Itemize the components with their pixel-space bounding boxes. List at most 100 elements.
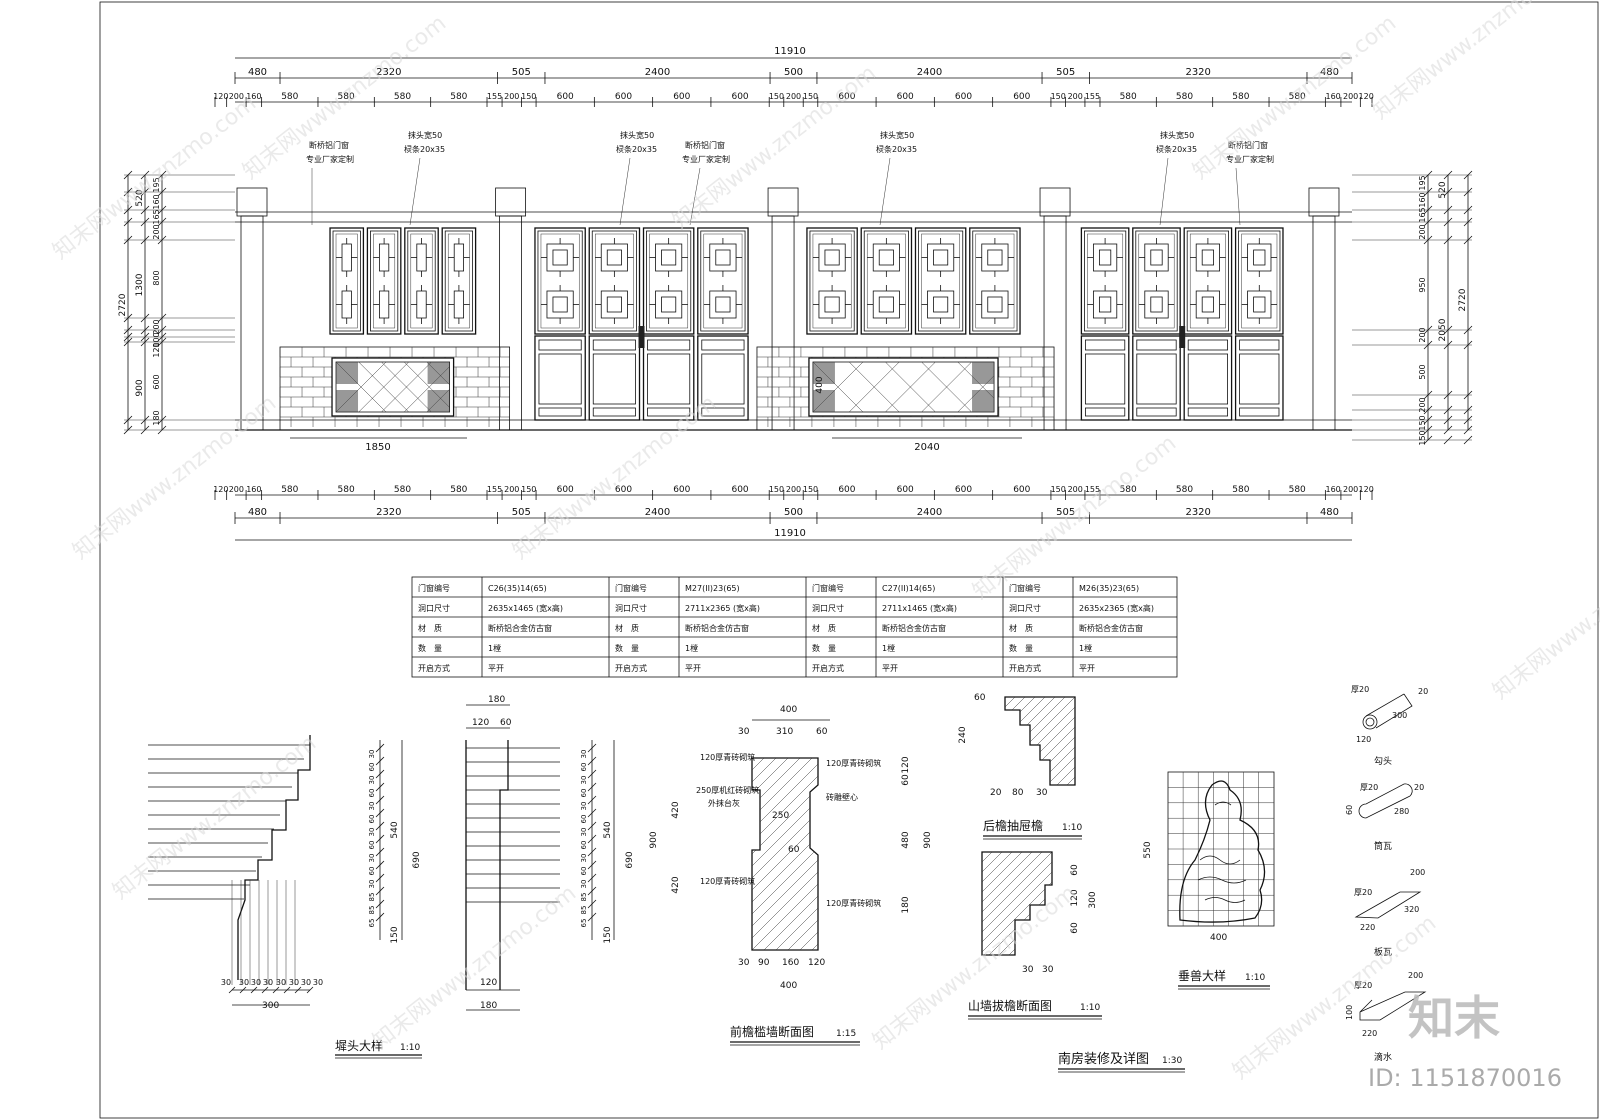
dim-left-800: 800: [152, 270, 161, 285]
d2-note-4: 砖雕壁心: [826, 792, 858, 802]
d1-dim-150: 150: [390, 926, 400, 943]
d2-dim-420a: 420: [671, 801, 681, 818]
callout-factory-2: 专业厂家定制: [682, 154, 730, 164]
dim-bay-0: 480: [248, 67, 267, 78]
tile-1-d1: 300: [1392, 711, 1407, 720]
schedule-cell-r0-c2: 门窗编号: [615, 583, 647, 593]
brand-mark: 知末 ID: 1151870016: [1368, 991, 1562, 1092]
dim-right-520: 520: [1438, 181, 1448, 198]
tile-details: 厚20 300 20 120 勾头 厚20 280 20 60 筒瓦 厚20 2…: [1345, 685, 1428, 1063]
dim-sub-17: 600: [838, 92, 855, 102]
dim-sub-15: 200: [786, 92, 801, 101]
dim-sub-18: 600: [897, 92, 914, 102]
d1-seg-4: 30: [368, 802, 376, 811]
d1-seg-8: 30: [368, 854, 376, 863]
schedule-cell-r1-c3: 2711x2365 (宽x高): [685, 603, 760, 613]
brand-logo: 知末: [1408, 991, 1500, 1045]
tile-4-d1: 200: [1408, 971, 1423, 980]
dim-left-1300: 1300: [135, 273, 145, 296]
d1b-seg-2: 30: [580, 776, 588, 785]
tile-1-thk: 厚20: [1351, 685, 1369, 694]
dim-sub-7: 155: [487, 485, 502, 494]
d2-dim-60: 60: [816, 727, 828, 737]
tile-gou-tou: 厚20 300 20 120 勾头: [1351, 685, 1428, 767]
dim-sub-8: 200: [504, 485, 519, 494]
tile-3-d2: 320: [1404, 905, 1419, 914]
dim-sub-18: 600: [897, 485, 914, 495]
dim-sub-7: 155: [487, 92, 502, 101]
d1-dim-bottom-3: 30: [263, 978, 273, 987]
d2-dim-120-bot: 120: [808, 958, 825, 968]
left-height-dimensions: 2720 520 1300 900 195 160 165 200 800 20…: [118, 170, 235, 435]
window-set-2: [756, 227, 1055, 431]
dim-sub-15: 200: [786, 485, 801, 494]
schedule-cell-r0-c5: C27(II)14(65): [882, 584, 935, 593]
detail-gable-scale: 1:10: [1080, 1003, 1100, 1013]
d1-dim-300: 300: [262, 1001, 279, 1011]
sheet-title: 南房装修及详图: [1058, 1051, 1149, 1067]
dim-sub-29: 200: [1343, 485, 1358, 494]
detail-beast-scale: 1:10: [1245, 973, 1265, 983]
dim-sub-14: 150: [769, 485, 784, 494]
callout-factory-3: 专业厂家定制: [1226, 154, 1274, 164]
d1-seg-12: 85: [368, 906, 376, 915]
dim-sub-30: 120: [1359, 485, 1374, 494]
schedule-cell-r2-c1: 断桥铝合金仿古窗: [488, 623, 552, 633]
schedule-cell-r1-c0: 洞口尺寸: [418, 603, 450, 613]
dim-sub-11: 600: [615, 485, 632, 495]
dim-bay-0: 480: [248, 507, 267, 518]
dim-sub-24: 580: [1120, 92, 1137, 102]
tile-1-d3: 120: [1356, 735, 1371, 744]
dim-right-150b: 150: [1418, 430, 1427, 445]
callout-mullion-3: 棂条20x35: [876, 144, 917, 154]
dim-right-160: 160: [1418, 192, 1427, 207]
dim-sub-20: 600: [1013, 485, 1030, 495]
d1b-seg-0: 30: [580, 750, 588, 759]
schedule-cell-r1-c2: 洞口尺寸: [615, 603, 647, 613]
schedule-cell-r2-c6: 材 质: [1009, 623, 1033, 633]
callout-cap-2: 抹头宽50: [620, 130, 654, 140]
dim-sub-1: 200: [229, 485, 244, 494]
dim-sub-3: 580: [281, 92, 298, 102]
dim-left-900: 900: [135, 379, 145, 396]
dim-sub-11: 600: [615, 92, 632, 102]
schedule-cell-r0-c0: 门窗编号: [418, 583, 450, 593]
callout-bridge-window-2: 断桥铝门窗: [685, 140, 725, 150]
tile-2-d2: 20: [1414, 783, 1424, 792]
callout-cap-4: 抹头宽50: [1160, 130, 1194, 140]
dim-left-120: 120: [152, 342, 161, 357]
schedule-cell-r3-c4: 数 量: [812, 643, 836, 653]
tile-1-d2: 20: [1418, 687, 1428, 696]
d2-dim-90: 90: [758, 958, 770, 968]
d5-dim-400: 400: [1210, 933, 1227, 943]
door-set-3: [1080, 227, 1284, 421]
dim-sub-25: 580: [1176, 92, 1193, 102]
d1-dim-60: 60: [500, 718, 512, 728]
d1b-dim-540: 540: [603, 821, 613, 838]
dim-sub-16: 150: [803, 92, 818, 101]
dim-bay-5: 2400: [917, 67, 942, 78]
dim-left-195: 195: [152, 177, 161, 192]
d1-dim-540: 540: [390, 821, 400, 838]
dim-bay-2: 505: [512, 67, 531, 78]
dim-span-1850: 1850: [365, 442, 390, 453]
dim-sub-1: 200: [229, 92, 244, 101]
dim-sub-10: 600: [557, 485, 574, 495]
callout-bridge-window-1: 断桥铝门窗: [309, 140, 349, 150]
dim-right-200b: 200: [1418, 327, 1427, 342]
d1b-seg-6: 30: [580, 828, 588, 837]
dim-left-180: 180: [152, 410, 161, 425]
watermark-6: 知末网www.znzmo.com: [508, 391, 721, 565]
dim-sub-10: 600: [557, 92, 574, 102]
d3-dim-30: 30: [1036, 788, 1048, 798]
dim-sub-13: 600: [731, 92, 748, 102]
dim-bay-7: 2320: [1185, 67, 1210, 78]
dim-right-500: 500: [1418, 364, 1427, 379]
d1-dim-bottom-5: 30: [289, 978, 299, 987]
dim-left-100: 100: [152, 332, 161, 347]
d3-dim-240: 240: [958, 726, 968, 743]
dim-bay-4: 500: [784, 507, 803, 518]
tile-2-d3: 60: [1345, 805, 1354, 815]
d1b-seg-12: 85: [580, 906, 588, 915]
